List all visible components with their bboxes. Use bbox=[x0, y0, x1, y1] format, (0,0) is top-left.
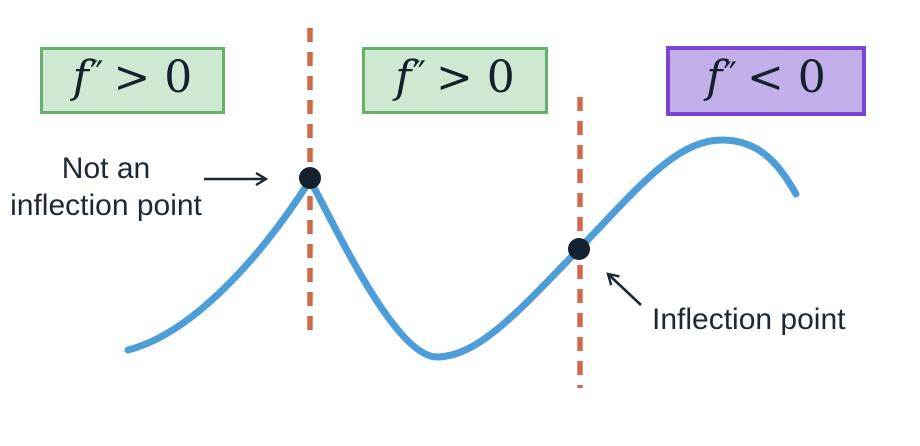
math-relation: > 0 bbox=[113, 51, 193, 103]
math-double-prime: ″ bbox=[89, 54, 104, 97]
math-double-prime: ″ bbox=[412, 54, 426, 97]
math-variable: f bbox=[706, 52, 723, 103]
corner-point-dot bbox=[299, 167, 321, 189]
function-curve bbox=[124, 136, 800, 361]
inflection-arrow bbox=[606, 272, 642, 306]
region-label-left: f″> 0 bbox=[40, 47, 225, 114]
region-label-right: f″< 0 bbox=[666, 46, 866, 116]
math-double-prime: ″ bbox=[723, 54, 737, 97]
inflection-label: Inflection point bbox=[652, 303, 846, 336]
not-inflection-label: Not an inflection point bbox=[0, 150, 212, 224]
math-variable: f bbox=[395, 51, 412, 103]
math-relation: < 0 bbox=[746, 52, 826, 103]
inflection-point-dot bbox=[568, 238, 590, 260]
math-variable: f bbox=[72, 51, 89, 103]
region-label-middle: f″> 0 bbox=[362, 47, 548, 114]
math-relation: > 0 bbox=[435, 51, 515, 103]
not-inflection-label-line1: Not an bbox=[61, 152, 151, 185]
not-inflection-label-line2: inflection point bbox=[10, 189, 202, 222]
